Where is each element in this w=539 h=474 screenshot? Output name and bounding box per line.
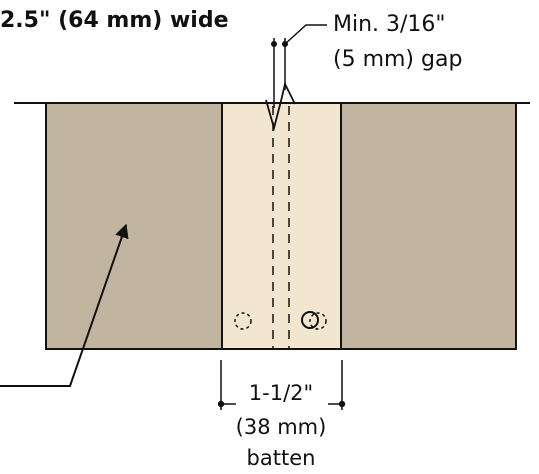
batten-dimension-dot-left <box>217 400 225 408</box>
batten-dimension-dot-right <box>338 400 346 408</box>
gap-dimension-dot-left <box>271 41 277 47</box>
screw-hole-left <box>234 312 252 330</box>
gap-break-mark <box>265 81 296 132</box>
right-panel <box>340 102 517 350</box>
screw-hole-right <box>301 311 319 329</box>
batten-dimension-label-background <box>236 384 328 410</box>
gap-label-line2: (5 mm) gap <box>333 47 462 72</box>
left-panel <box>45 102 223 350</box>
gap-leader-line <box>284 24 327 45</box>
batten <box>221 102 342 350</box>
width-spec-label: 2.5" (64 mm) wide <box>0 8 229 33</box>
panel-leader-arrow <box>0 223 129 387</box>
gap-label-line1: Min. 3/16" <box>333 12 446 37</box>
screw-hole-right-dashed <box>309 312 327 330</box>
batten-width-metric-label: (38 mm) <box>236 415 327 439</box>
batten-label: batten <box>247 446 316 470</box>
batten-width-imperial-label: 1-1/2" <box>249 381 313 405</box>
